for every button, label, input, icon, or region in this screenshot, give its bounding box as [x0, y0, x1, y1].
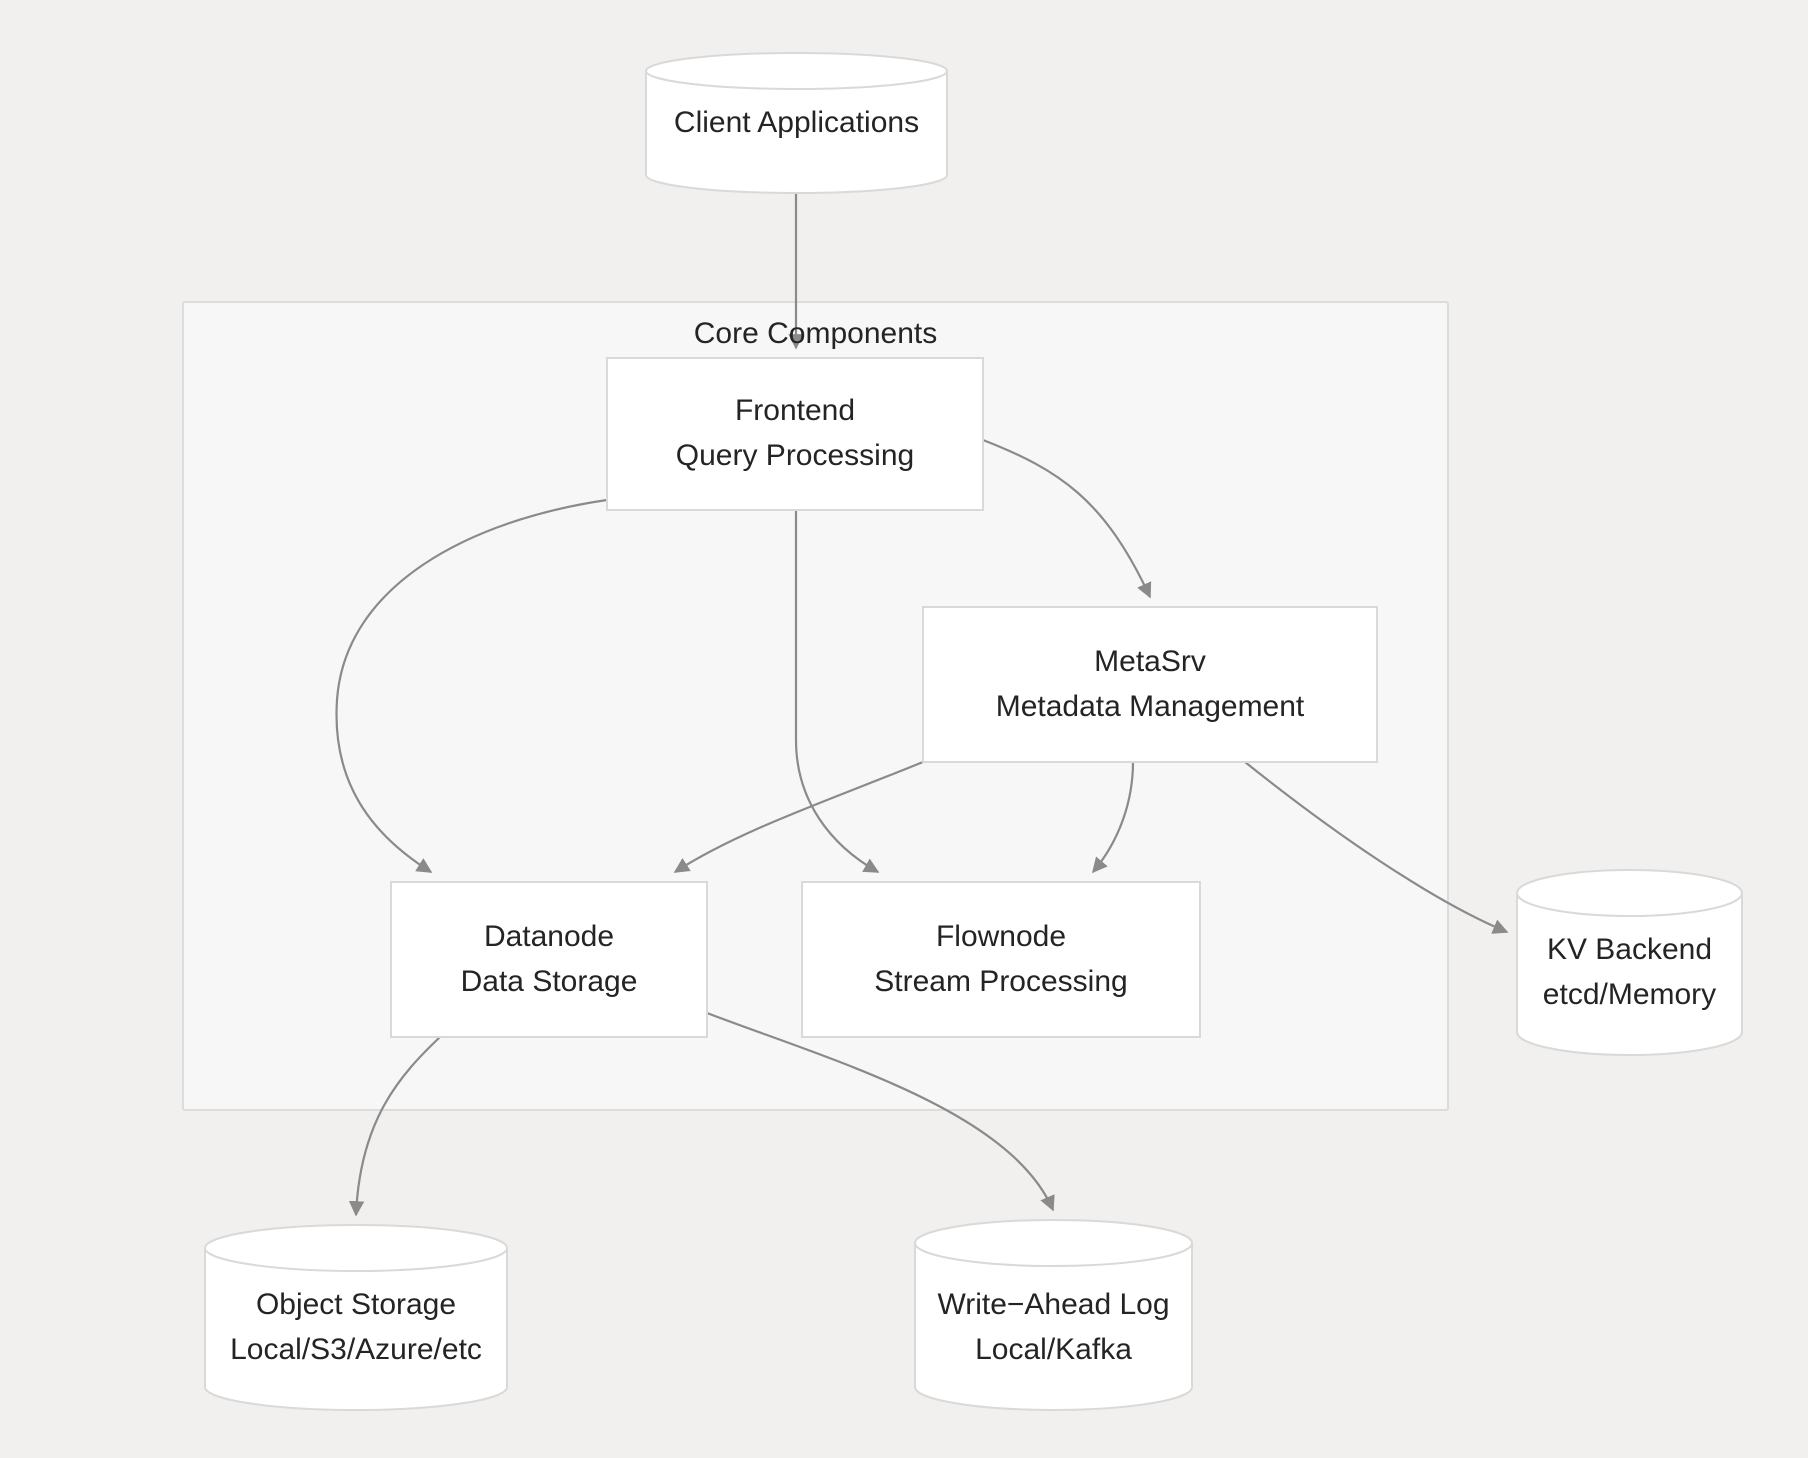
edge-metasrv-to-flownode — [1092, 761, 1135, 874]
node-datanode[interactable] — [390, 881, 708, 1038]
node-metasrv[interactable] — [922, 606, 1378, 763]
node-client-applications[interactable] — [645, 52, 948, 194]
node-write-ahead-log[interactable] — [914, 1219, 1193, 1411]
edge-metasrv-to-datanode — [673, 760, 924, 873]
edge-datanode-to-object-storage — [348, 1036, 441, 1217]
edge-frontend-to-metasrv — [982, 438, 1152, 599]
edge-frontend-to-flownode — [794, 510, 880, 873]
edge-frontend-to-datanode — [335, 498, 608, 873]
edge-datanode-to-wal — [706, 1011, 1055, 1212]
node-object-storage[interactable] — [204, 1224, 508, 1411]
node-kv-backend[interactable] — [1516, 869, 1743, 1056]
node-flownode[interactable] — [801, 881, 1201, 1038]
edge-metasrv-to-kv-backend — [1244, 761, 1509, 934]
subgraph-title: Core Components — [693, 317, 938, 350]
node-frontend[interactable] — [606, 357, 984, 511]
